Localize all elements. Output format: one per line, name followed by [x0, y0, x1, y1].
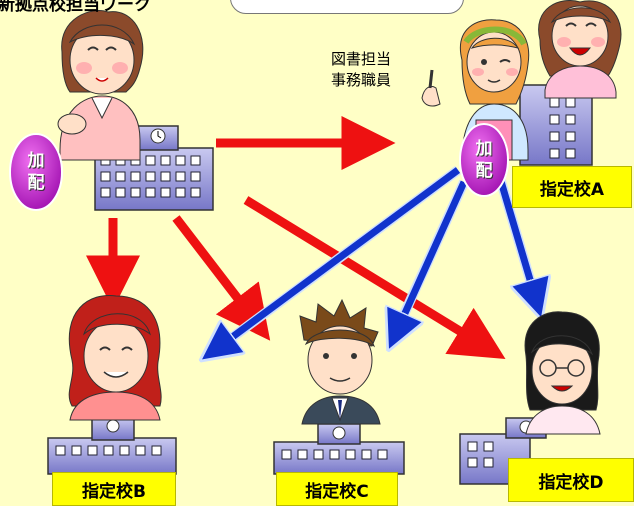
red-arrow-main-to-d — [243, 196, 506, 360]
blue-arrow-a-to-d — [496, 177, 539, 310]
school-a-building — [519, 84, 593, 166]
school-d-label: 指定校D — [508, 458, 634, 502]
woman-teacher-b-figure — [68, 294, 162, 421]
kahai-oval-right — [459, 123, 509, 197]
school-b-label: 指定校B — [52, 472, 176, 506]
blue-arrow-a-to-b — [208, 167, 461, 355]
kahai-left-char2: 配 — [27, 173, 45, 193]
staff-label-line1: 図書担当 — [331, 50, 392, 68]
woman-coordinator-figure — [57, 10, 144, 161]
kahai-right-char1: 加 — [475, 139, 493, 159]
man-teacher-c-figure — [299, 298, 381, 425]
woman-teacher-d-figure — [524, 311, 601, 435]
school-a-label: 指定校A — [512, 166, 632, 208]
kahai-right-char2: 配 — [475, 161, 493, 181]
kahai-oval-left — [9, 133, 63, 211]
staff-label-line2: 事務職員 — [331, 71, 392, 89]
top-left-caption: 新拠点校担当ワーク — [0, 0, 151, 15]
kahai-text-right: 加 配 — [474, 138, 494, 182]
school-c-building — [273, 423, 405, 475]
blue-arrow-a-to-c — [392, 180, 468, 342]
kahai-left-char1: 加 — [27, 151, 45, 171]
staff-label: 図書担当 事務職員 — [331, 49, 391, 91]
speech-bubble — [230, 0, 464, 14]
kahai-text-left: 加 配 — [26, 150, 46, 194]
school-b-building — [47, 417, 177, 475]
red-arrow-main-to-c — [172, 215, 271, 341]
school-c-label: 指定校C — [276, 472, 398, 506]
woman-teacher-a-figure — [538, 0, 622, 99]
main-school-building — [94, 125, 214, 211]
